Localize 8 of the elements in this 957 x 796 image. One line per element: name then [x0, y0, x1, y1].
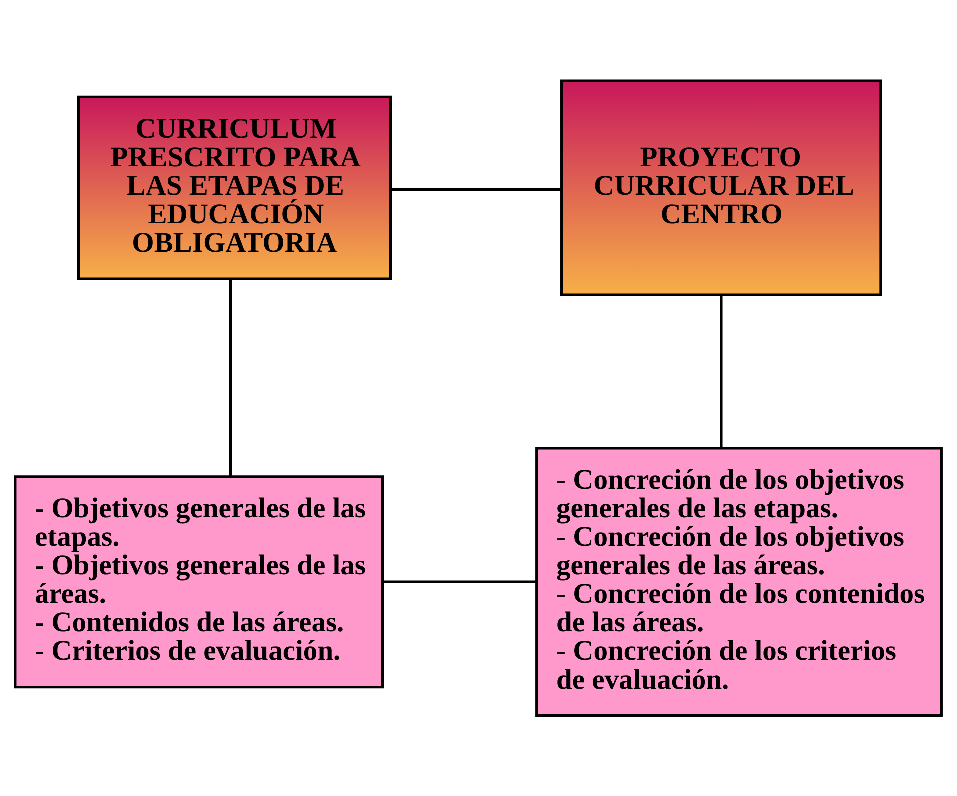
node-box: CURRICULUM PRESCRITO PARA LAS ETAPAS DE EDUCACIÓN OBLIGATORIA — [77, 95, 392, 280]
node-box: PROYECTO CURRICULAR DEL CENTRO — [560, 79, 882, 296]
connector — [720, 294, 723, 448]
connector — [382, 580, 537, 583]
node-box: - Concreción de los objetivos generales de las etapas. - Concreción de los objetivos generales de las áreas. - Concreción de los contenidos de las áreas. - Concreción de los criterios de evaluación. — [536, 446, 943, 717]
connector — [229, 279, 232, 476]
node-box: - Objetivos generales de las etapas. - Objetivos generales de las áreas. - Contenidos de las áreas. - Criterios de evaluación. — [14, 475, 384, 688]
connector — [390, 188, 562, 191]
